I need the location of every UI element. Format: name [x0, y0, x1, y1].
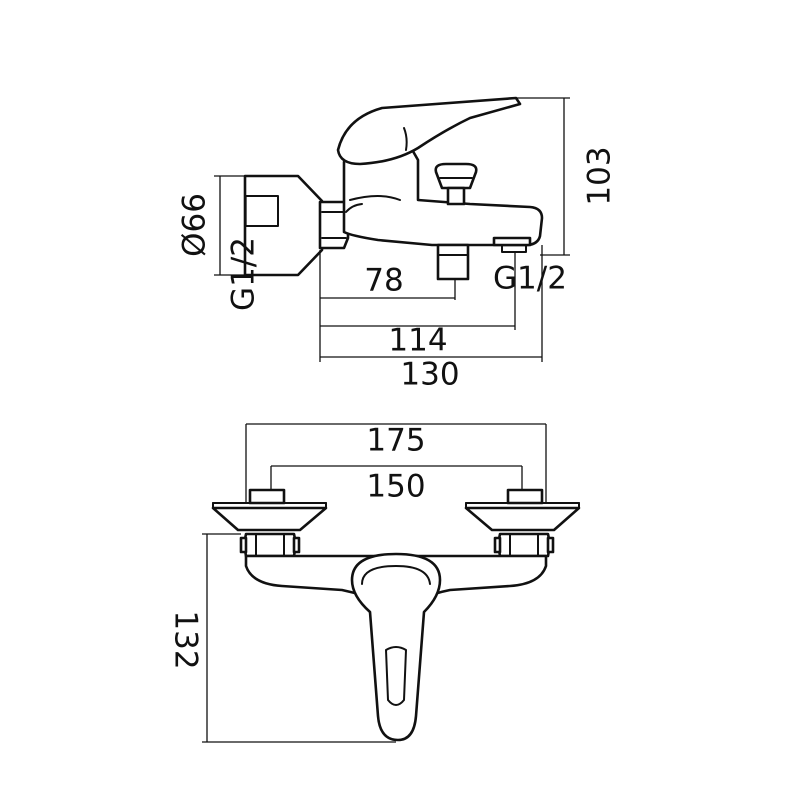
front-view: 175 150 — [168, 423, 581, 743]
spout-aerator — [436, 243, 470, 281]
dim-150: 150 — [366, 469, 425, 505]
right-wall-connector — [464, 488, 581, 558]
side-view: 103 Ø66 G1/2 78 G1/2 114 130 — [177, 96, 618, 393]
dim-132: 132 — [168, 610, 204, 669]
lever-handle-side — [336, 96, 522, 166]
dim-103: 103 — [582, 146, 618, 205]
mixer-body-side — [342, 144, 544, 247]
diverter-knob — [434, 162, 478, 190]
dim-78: 78 — [364, 263, 403, 299]
dim-thread-right: G1/2 — [493, 261, 567, 297]
dim-diameter-66: Ø66 — [177, 193, 213, 257]
dim-130: 130 — [400, 357, 459, 393]
dim-175: 175 — [366, 423, 425, 459]
wall-connector-inner — [244, 195, 279, 227]
spout-tip — [492, 236, 532, 247]
dim-thread-left: G1/2 — [226, 237, 262, 311]
dim-114: 114 — [388, 323, 447, 359]
left-wall-connector — [211, 488, 328, 558]
